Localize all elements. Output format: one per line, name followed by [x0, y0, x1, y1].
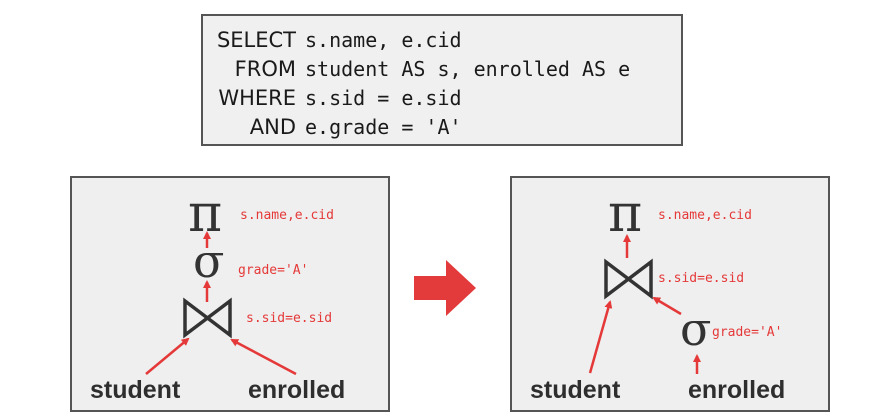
- projection-label: s.name,e.cid: [658, 208, 752, 223]
- relation-enrolled: enrolled: [688, 376, 786, 404]
- sql-line-select: SELECT s.name, e.cid: [209, 26, 681, 55]
- sql-expression: s.name, e.cid: [305, 28, 462, 52]
- selection-label: grade='A': [238, 263, 309, 278]
- relation-student: student: [530, 376, 621, 404]
- join-bowtie-icon: [183, 297, 232, 339]
- transform-arrow-icon: [414, 260, 476, 316]
- plan-edges: [145, 231, 297, 376]
- join-bowtie-icon: [604, 258, 653, 300]
- join-label: s.sid=e.sid: [658, 271, 745, 286]
- selection-sigma-icon: σ: [680, 302, 712, 356]
- sql-keyword: SELECT: [216, 28, 296, 52]
- sql-line-and: AND e.grade = 'A': [209, 113, 681, 142]
- sql-keyword: WHERE: [218, 86, 296, 110]
- sql-line-where: WHERE s.sid = e.sid: [209, 84, 681, 113]
- projection-pi-icon: π: [608, 184, 643, 244]
- sql-keyword: FROM: [234, 57, 296, 81]
- selection-label: grade='A': [712, 325, 783, 340]
- join-label: s.sid=e.sid: [246, 311, 333, 326]
- projection-pi-icon: π: [188, 184, 223, 244]
- projection-label: s.name,e.cid: [240, 208, 334, 223]
- query-plan-original: π s.name,e.cid σ grade='A' s.sid=e.sid s…: [70, 176, 390, 412]
- sql-expression: s.sid = e.sid: [305, 86, 462, 110]
- edge-student-to-join: [145, 337, 190, 375]
- edge-selection-to-join: [652, 296, 682, 316]
- sql-query-box: SELECT s.name, e.cid FROM student AS s, en…: [201, 14, 683, 146]
- edge-student-to-join: [588, 300, 613, 374]
- selection-sigma-icon: σ: [193, 234, 225, 288]
- sql-expression: student AS s, enrolled AS e: [305, 57, 631, 81]
- relation-enrolled: enrolled: [248, 376, 346, 404]
- plan-edges: [588, 234, 701, 374]
- sql-line-from: FROM student AS s, enrolled AS e: [209, 55, 681, 84]
- edge-enrolled-to-join: [230, 338, 297, 376]
- relation-student: student: [90, 376, 181, 404]
- sql-expression: e.grade = 'A': [305, 115, 462, 139]
- sql-keyword: AND: [249, 115, 296, 139]
- query-plan-optimized: π s.name,e.cid s.sid=e.sid σ grade='A' s…: [510, 176, 830, 412]
